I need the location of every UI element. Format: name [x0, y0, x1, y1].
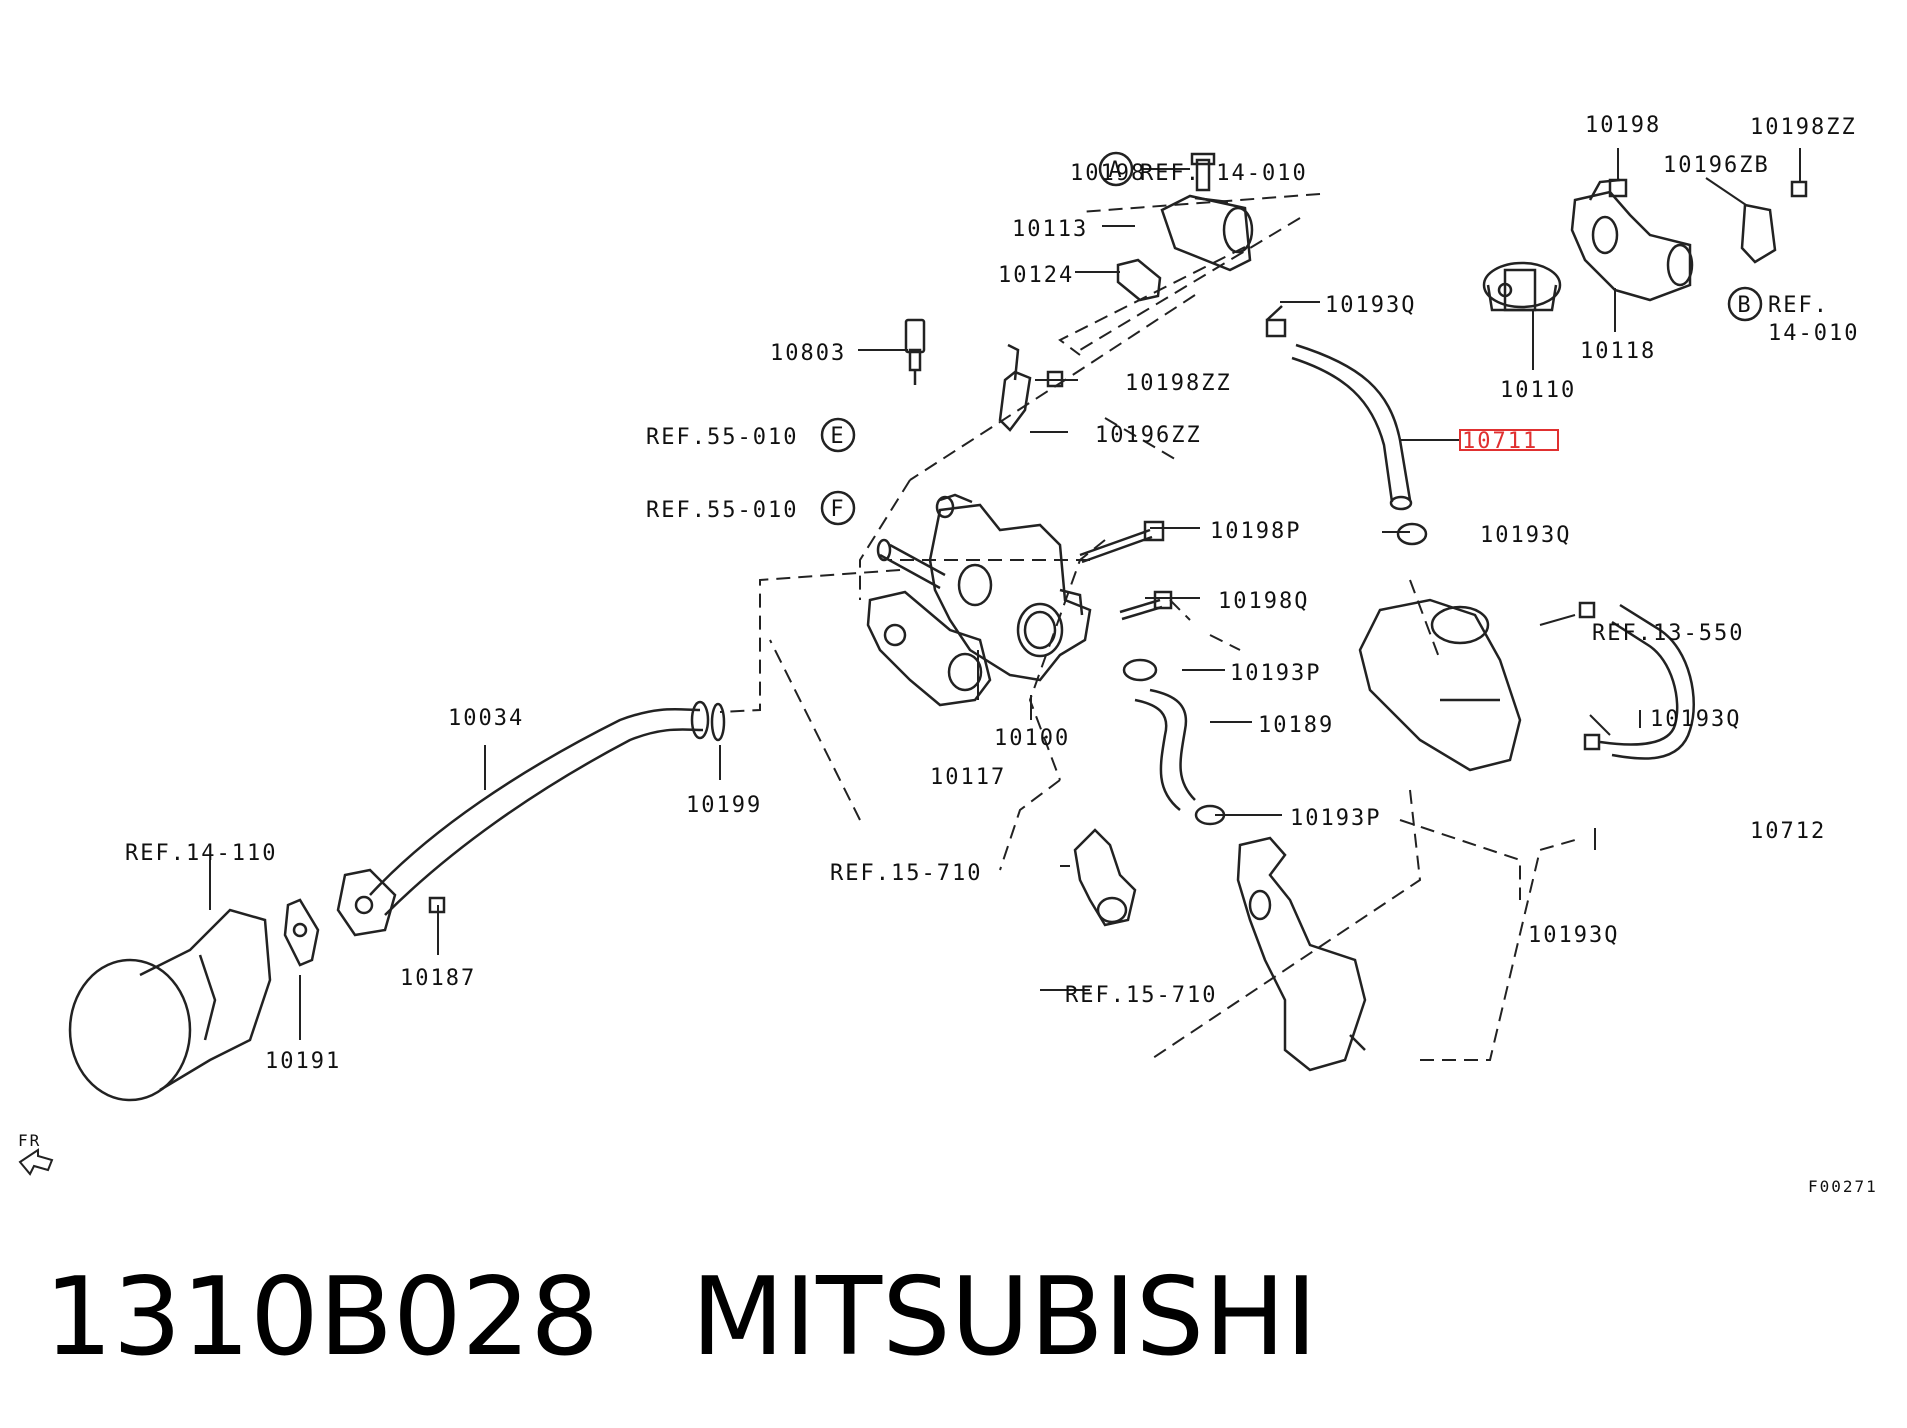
fr-label: FR [18, 1131, 41, 1150]
bolt-10198P [1079, 520, 1165, 564]
sensor-10803 [904, 318, 926, 385]
ref-label-f: REF.55-010 [646, 498, 798, 523]
bracket-10196ZB [1740, 203, 1777, 264]
pipe-10034 [336, 700, 726, 937]
fitting-15-710-lower [1236, 836, 1367, 1072]
label-10711: 10711 [1462, 429, 1538, 454]
label-10193Q-right-top: 10193Q [1650, 707, 1741, 732]
label-10189: 10189 [1258, 713, 1334, 738]
circle-letter-a: A [1108, 158, 1123, 183]
leader-lines [209, 148, 1801, 1040]
bolt-10198ZZ-right [1790, 180, 1808, 198]
label-10193Q-upper: 10193Q [1325, 293, 1416, 318]
part-number: 1310B028 [44, 1255, 600, 1380]
thermostat-10110 [1482, 261, 1562, 312]
label-10198P: 10198P [1210, 519, 1301, 544]
ref-circle-e [820, 417, 856, 453]
ref-label-14-110: REF.14-110 [125, 841, 277, 866]
ref-label-15-710-a: REF.15-710 [830, 861, 982, 886]
ref-label-15-710-b: REF.15-710 [1065, 983, 1217, 1008]
gasket-10191 [283, 898, 320, 967]
label-10198ZZ-right: 10198ZZ [1750, 115, 1857, 140]
hose-10712 [1599, 603, 1695, 760]
ref-circle-f [820, 490, 856, 526]
thermostat-housing-10100 [876, 493, 1092, 682]
label-10193P-lower: 10193P [1290, 806, 1381, 831]
label-10191: 10191 [265, 1049, 341, 1074]
circle-letter-e: E [830, 424, 845, 449]
dashed-leaders [719, 193, 1576, 1061]
fitting-15-710-upper [1073, 828, 1137, 927]
figure-code: F00271 [1808, 1177, 1878, 1196]
highlight-box [1459, 429, 1559, 451]
bolt-10198-top [1190, 152, 1216, 192]
ref-circle-b [1727, 286, 1763, 322]
hose-10189 [1134, 688, 1196, 811]
part-caption: 1310B028 MITSUBISHI [44, 1255, 1317, 1380]
label-10193P-upper: 10193P [1230, 661, 1321, 686]
bolt-10198Q [1119, 590, 1173, 621]
clamp-10193Q-right [1583, 733, 1601, 751]
label-10193Q-mid: 10193Q [1480, 523, 1571, 548]
gasket-10117 [866, 590, 992, 707]
label-10124: 10124 [998, 263, 1074, 288]
ref-label-b-line1: REF. [1768, 293, 1829, 318]
ref-label-e: REF.55-010 [646, 425, 798, 450]
ref-label-13-550: REF.13-550 [1592, 621, 1744, 646]
label-10193Q-bottom: 10193Q [1528, 923, 1619, 948]
clamp-10193Q-mid [1396, 522, 1428, 546]
clamp-10193Q-left [1578, 601, 1596, 619]
label-10113: 10113 [1012, 217, 1088, 242]
label-10110: 10110 [1500, 378, 1576, 403]
outlet-fitting-10113 [1160, 194, 1254, 272]
label-10803: 10803 [770, 341, 846, 366]
label-10118: 10118 [1580, 339, 1656, 364]
ref-label-a: REF. 14-010 [1140, 161, 1308, 186]
label-10712: 10712 [1750, 819, 1826, 844]
clamp-10193P-upper [1122, 658, 1158, 682]
bolt-10198ZZ-left [1046, 370, 1064, 388]
label-10196ZB: 10196ZB [1663, 153, 1770, 178]
bolt-10198-right [1608, 178, 1628, 198]
label-10198ZZ-left: 10198ZZ [1125, 371, 1232, 396]
nut-10187 [428, 896, 446, 914]
clamp-10193P-lower [1194, 804, 1226, 826]
label-10034: 10034 [448, 706, 524, 731]
circle-letter-f: F [830, 497, 845, 522]
hose-10711 [1291, 343, 1413, 511]
ref-label-b-line2: 14-010 [1768, 321, 1859, 346]
label-10187: 10187 [400, 966, 476, 991]
water-inlet-10118 [1570, 178, 1694, 302]
label-10198Q: 10198Q [1218, 589, 1309, 614]
label-10100: 10100 [994, 726, 1070, 751]
intake-assembly-13-550 [1358, 598, 1522, 772]
ref-circle-a [1098, 151, 1134, 187]
label-10198-top: 10198 [1070, 161, 1146, 186]
brand-name: MITSUBISHI [691, 1255, 1318, 1380]
part-labels: 10198 10113 10124 10803 10198ZZ 10196ZZ … [125, 113, 1859, 1074]
circle-letters: A B E F [830, 158, 1752, 522]
bracket-10196ZZ [998, 343, 1032, 432]
gasket-10124 [1116, 258, 1162, 302]
circle-letter-b: B [1737, 293, 1752, 318]
label-10117: 10117 [930, 765, 1006, 790]
label-10198-right: 10198 [1585, 113, 1661, 138]
water-pump-14-110 [68, 908, 272, 1102]
label-10199: 10199 [686, 793, 762, 818]
fr-arrow-icon [18, 1148, 54, 1176]
label-10196ZZ: 10196ZZ [1095, 423, 1202, 448]
clamp-10193Q-upper [1265, 305, 1287, 338]
